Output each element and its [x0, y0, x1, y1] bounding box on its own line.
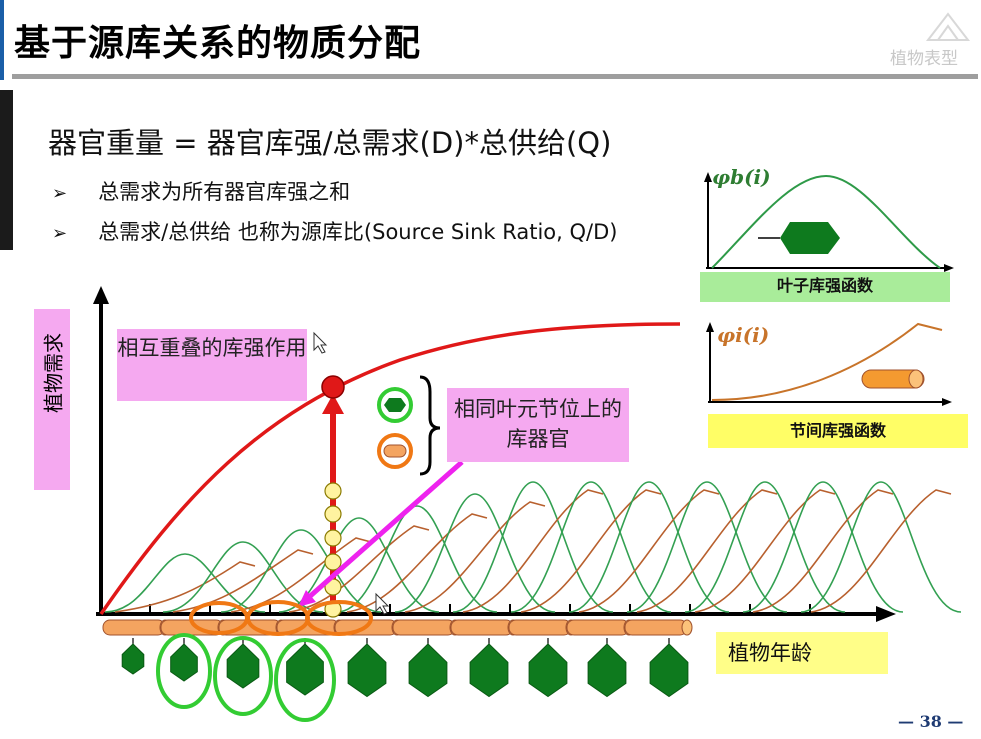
leaf-icon: [170, 643, 198, 682]
internode-sink-curve: [636, 489, 778, 613]
leaf-sink-curve: [800, 481, 962, 613]
leaf-inset: [704, 172, 954, 272]
bullet-1: ➢ 总需求为所有器官库强之和: [52, 176, 350, 206]
internode-segment: [392, 619, 456, 636]
leaf-sink-curve: [452, 481, 614, 613]
stacked-demand: [321, 375, 345, 618]
title-divider: [12, 74, 978, 79]
sink-contribution: [324, 553, 342, 571]
leaf-icon: [587, 643, 627, 698]
total-demand-curve: [99, 322, 681, 615]
internode-segment: [566, 619, 630, 636]
page-number: — 38 —: [898, 712, 964, 731]
leaf-sink-curve: [394, 493, 556, 613]
leaf-icon: [649, 643, 689, 698]
leaf-icon: [347, 643, 387, 698]
accent-bar: [0, 0, 4, 80]
formula: 器官重量 = 器官库强/总需求(D)*总供给(Q): [48, 126, 612, 160]
internode-sink-curve: [810, 489, 952, 613]
leaf-icon: [377, 387, 413, 423]
bullet-arrow-icon: ➢: [52, 183, 68, 204]
y-axis-arrow-icon: [93, 286, 109, 304]
internode-sink-curve: [578, 489, 720, 613]
leaf-sink-curve: [162, 541, 324, 613]
internode-sink-curve: [462, 489, 604, 613]
y-axis-label-box: 植物需求: [34, 309, 70, 490]
internode-segment: [450, 619, 514, 636]
side-panel: [0, 90, 13, 250]
bullet-2: ➢ 总需求/总供给 也称为源库比(Source Sink Ratio, Q/D): [52, 216, 617, 246]
red-arrow-icon: [322, 394, 344, 414]
sink-curves: [104, 481, 962, 613]
bullet-arrow-icon: ➢: [52, 223, 68, 244]
leaf-shape-icon: [780, 222, 840, 254]
internode-shape-icon: [861, 369, 925, 389]
bullet-text: 总需求/总供给 也称为源库比(Source Sink Ratio, Q/D): [98, 220, 618, 244]
internode-segment: [102, 619, 166, 636]
internode-sink-curve: [346, 513, 488, 613]
internode-inset: [706, 322, 952, 406]
sink-contribution: [324, 529, 342, 547]
logo-icon: [925, 12, 971, 41]
bullet-text: 总需求为所有器官库强之和: [98, 180, 351, 204]
y-axis-label: 植物需求: [41, 333, 66, 413]
slide-title: 基于源库关系的物质分配: [14, 23, 422, 64]
internode-sink-curve: [288, 525, 430, 613]
cursor-icon: [313, 331, 328, 354]
internode-segment: [508, 619, 572, 636]
leaf-sink-curve: [626, 481, 788, 613]
leaf-inset-caption: 叶子库强函数: [700, 272, 950, 302]
internode-sink-curve: [404, 501, 546, 613]
overlap-label: 相互重叠的库强作用: [117, 329, 307, 401]
leaf-row: [121, 638, 689, 698]
leaf-icon: [528, 643, 568, 698]
internode-sink-curve: [711, 322, 943, 401]
internode-sink-curve: [172, 549, 314, 613]
leaf-sink-curve: [220, 529, 382, 613]
internode-segment: [624, 619, 688, 636]
sink-contribution: [324, 505, 342, 523]
internode-sink-curve: [752, 489, 894, 613]
leaf-icon: [408, 643, 448, 698]
leaf-icon: [469, 643, 509, 698]
internode-highlights: [189, 600, 373, 636]
internode-sink-curve: [114, 561, 256, 613]
leaf-highlights: [156, 633, 336, 722]
watermark-text: 植物表型: [890, 49, 958, 69]
leaf-sink-curve: [336, 505, 498, 613]
leaf-sink-curve: [711, 174, 941, 269]
x-axis-arrow-icon: [876, 606, 896, 622]
internode-func-label: φi(i): [717, 323, 769, 347]
watermark: 植物表型: [890, 12, 971, 69]
leaf-icon: [226, 643, 260, 689]
internode-sink-curve: [520, 489, 662, 613]
leaf-sink-curve: [684, 481, 846, 613]
leaf-icon: [286, 643, 324, 696]
internode-inset-caption: 节间库强函数: [708, 414, 968, 448]
leaf-sink-curve: [568, 481, 730, 613]
cursor-icon: [375, 592, 390, 615]
brace-icon: [419, 375, 441, 476]
sink-contribution: [324, 482, 342, 500]
same-node-label: 相同叶元节位上的库器官: [447, 388, 629, 462]
leaf-sink-curve: [510, 481, 672, 613]
internode-end: [681, 619, 693, 636]
leaf-sink-curve: [278, 517, 440, 613]
internode-sink-curve: [230, 537, 372, 613]
leaf-icon: [121, 643, 145, 675]
demand-point: [321, 375, 345, 399]
leaf-sink-curve: [104, 553, 266, 613]
magenta-arrow: [306, 460, 464, 600]
internode-sink-curve: [694, 489, 836, 613]
internode-row: [102, 619, 693, 636]
leaf-sink-curve: [742, 481, 904, 613]
leaf-func-label: φb(i): [712, 165, 771, 189]
internode-icon: [377, 433, 413, 469]
x-axis-label: 植物年龄: [716, 632, 888, 674]
magenta-arrowhead-icon: [298, 590, 316, 607]
